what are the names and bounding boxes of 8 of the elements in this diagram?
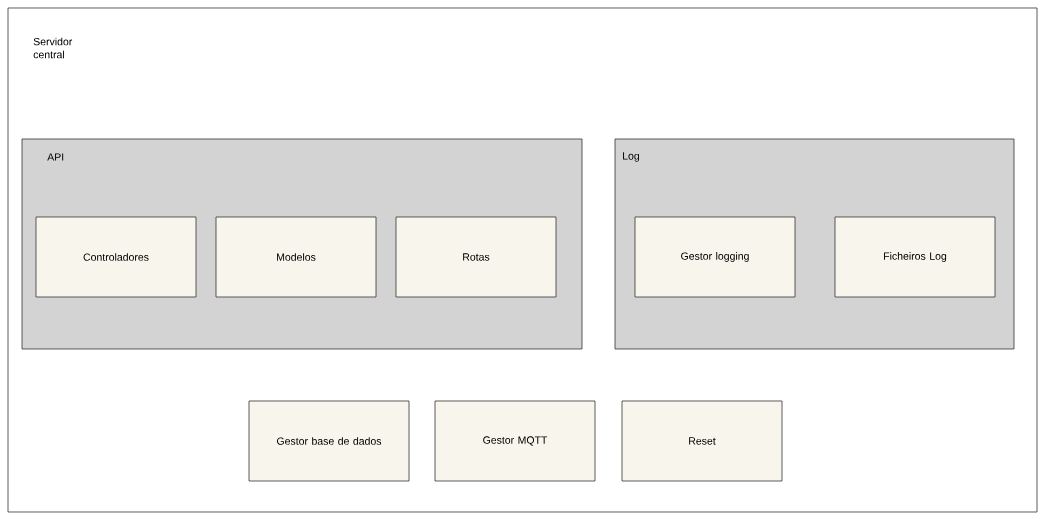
module-box: Reset <box>621 400 783 482</box>
module-box: Controladores <box>35 216 197 298</box>
module-box: Ficheiros Log <box>834 216 996 298</box>
module-box: Gestor logging <box>634 216 796 298</box>
module-box: Gestor MQTT <box>434 400 596 482</box>
module-box: Gestor base de dados <box>248 400 410 482</box>
module-box: Modelos <box>215 216 377 298</box>
module-box: Rotas <box>395 216 557 298</box>
